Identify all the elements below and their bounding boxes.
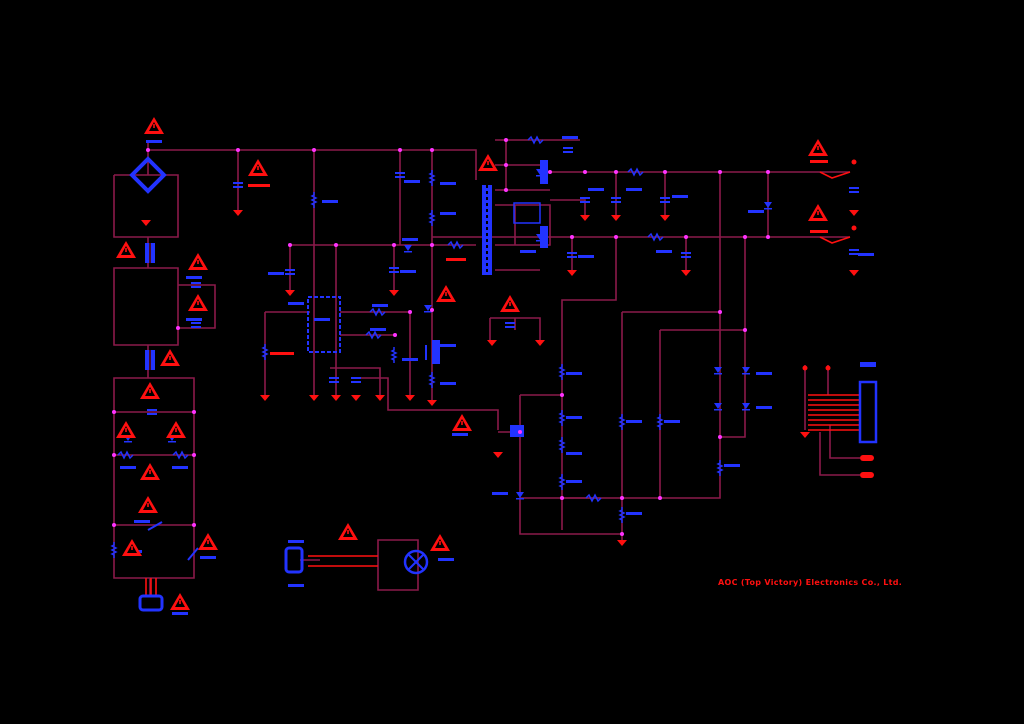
controller-ic-icon	[307, 296, 341, 353]
socket-icon	[284, 546, 304, 574]
optocoupler-icon	[513, 202, 541, 224]
warning-markers	[116, 117, 828, 610]
switch-icon	[147, 521, 199, 561]
cables	[145, 171, 860, 596]
part-labels	[120, 136, 876, 615]
connector-jacks	[860, 455, 874, 478]
mosfet-icon	[425, 340, 440, 364]
main-transformer-icon	[482, 160, 548, 275]
components	[111, 135, 878, 612]
copyright-notice: AOC (Top Victory) Electronics Co., Ltd.	[718, 578, 903, 587]
junction-nodes	[112, 138, 770, 536]
ac-plug-icon	[138, 594, 164, 612]
red-outputs	[248, 159, 857, 371]
output-connector-icon	[858, 362, 878, 444]
transistor-icon	[510, 425, 524, 437]
grounds	[141, 210, 859, 546]
horizontal-resistors	[117, 135, 664, 503]
lamp-icon	[403, 549, 429, 575]
bridge-rectifier-icon	[129, 156, 167, 194]
